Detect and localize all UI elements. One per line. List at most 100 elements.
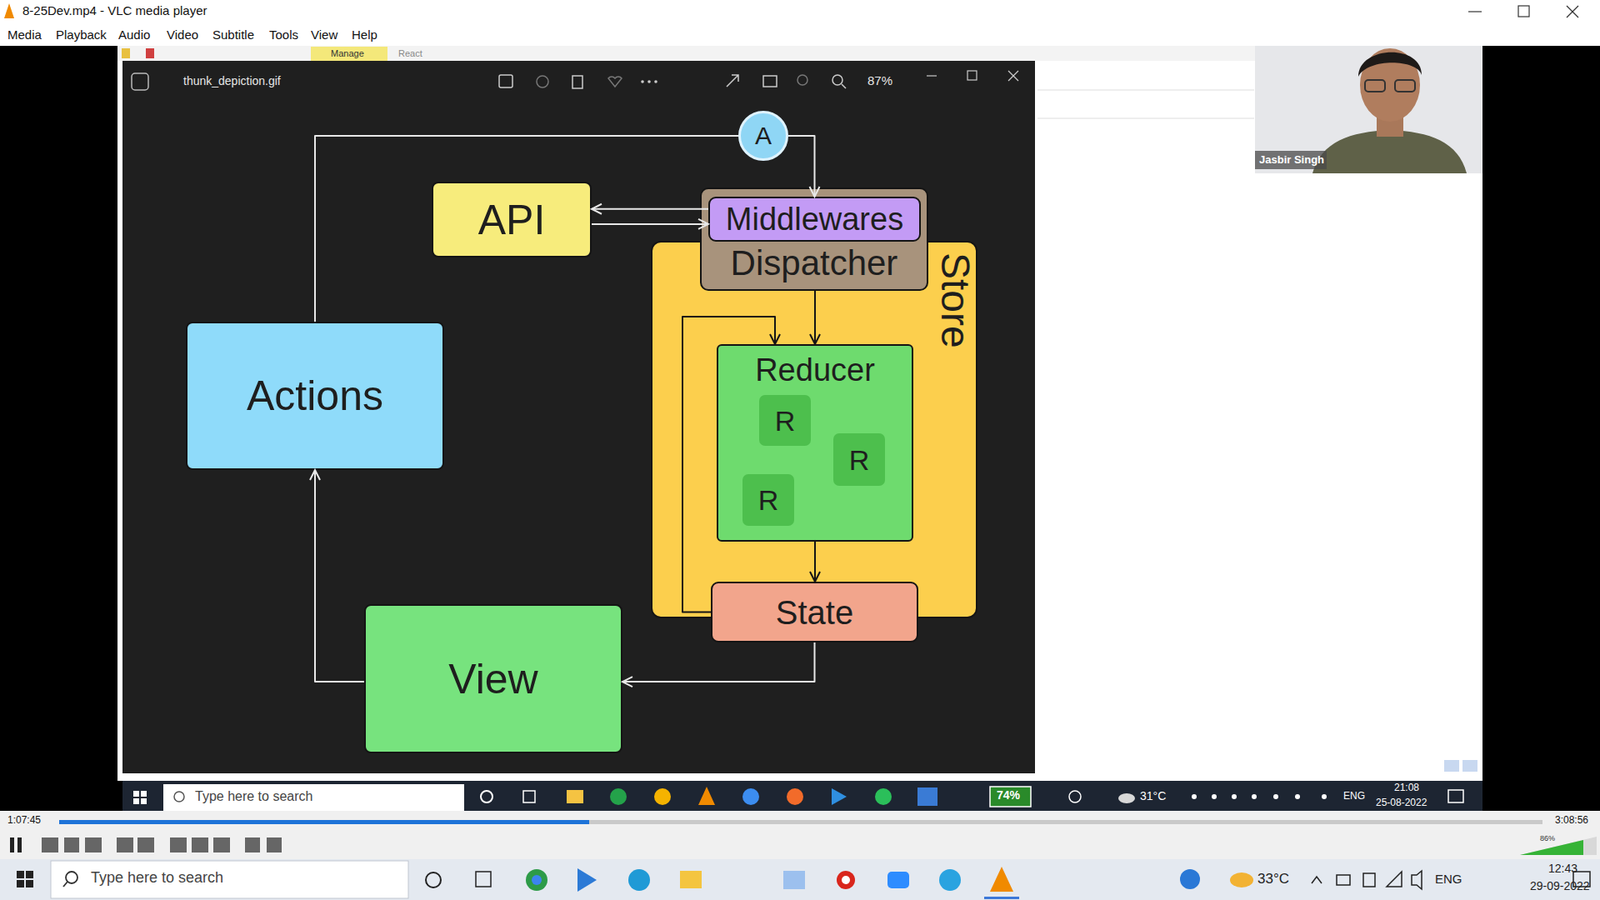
vlc-title-bar-part (1566, 5, 1579, 18)
vlc-title-bar-part (0, 0, 1600, 46)
video-area-part (0, 45, 1600, 811)
node-label: Reducer (755, 354, 875, 386)
vlc-title-bar-part (1566, 5, 1579, 18)
flow-arrow (622, 642, 815, 682)
zoom-level: 87% (867, 74, 893, 89)
video-area-part (117, 45, 1483, 781)
vlc-title-bar-part (1468, 10, 1482, 12)
recorded-taskbar-part (1069, 790, 1081, 803)
image-viewer-window-part (122, 60, 1035, 774)
view-box: View (364, 604, 623, 754)
recorded-taskbar-part (831, 788, 847, 805)
menu-item: Video (166, 28, 199, 43)
recorded-taskbar-part (654, 788, 671, 805)
search-placeholder: Type here to search (195, 789, 313, 805)
menu-item: Audio (118, 28, 150, 43)
node-label: State (775, 595, 854, 630)
windows-taskbar-part (990, 866, 1014, 892)
total-time: 3:08:56 (1555, 815, 1589, 826)
node-label: View (448, 658, 538, 700)
windows-taskbar-part (783, 870, 805, 890)
windows-taskbar-part (680, 870, 702, 889)
windows-taskbar (0, 859, 1600, 900)
vlc-controls (0, 810, 1600, 860)
recorded-taskbar-part (174, 791, 185, 802)
node-label: Middlewares (725, 203, 904, 235)
menu-item: Media (7, 28, 42, 43)
windows-taskbar-part (841, 875, 850, 885)
video-area (0, 45, 1600, 811)
windows-taskbar-part (16, 880, 25, 888)
windows-taskbar-part (939, 869, 961, 891)
image-viewer-window-part (131, 73, 149, 90)
windows-taskbar-part (836, 870, 855, 890)
recorded-taskbar-part (133, 790, 140, 797)
clock-time: 21:08 (1394, 782, 1420, 794)
recorded-taskbar-part (1295, 794, 1300, 800)
recorded-taskbar (122, 780, 1483, 814)
windows-taskbar-part (1311, 876, 1322, 884)
reducer-item: R (742, 474, 795, 526)
recorded-taskbar-part (698, 786, 715, 805)
webcam-feed (1255, 45, 1483, 174)
windows-taskbar-part (16, 870, 25, 879)
vlc-controls-part (0, 810, 1600, 860)
recorded-taskbar-part (1118, 793, 1135, 804)
recorded-taskbar-part (990, 786, 1031, 807)
video-area-part (1444, 760, 1460, 772)
recorded-taskbar-part (566, 790, 584, 804)
vlc-controls-part (137, 837, 155, 853)
ribbon-tab: Manage (330, 48, 365, 59)
menu-item: Subtitle (212, 28, 255, 43)
node-label: A (755, 123, 772, 149)
vlc-controls-part (170, 837, 187, 853)
video-area-part (121, 48, 130, 59)
windows-taskbar-part (50, 860, 409, 899)
vlc-controls-part (191, 837, 209, 853)
menu-item: Tools (269, 28, 299, 43)
vlc-controls-part (213, 837, 230, 853)
file-name: thunk_depiction.gif (183, 75, 281, 88)
windows-taskbar-part (577, 868, 597, 892)
image-viewer-window-part (640, 80, 645, 84)
node-label: R (758, 485, 780, 515)
battery-level: 74% (996, 789, 1020, 802)
video-area-part (1462, 760, 1478, 772)
recorded-taskbar-part (1273, 794, 1279, 800)
window-title: 8-25Dev.mp4 - VLC media player (22, 4, 207, 19)
windows-taskbar-part (525, 869, 548, 891)
node-label: Dispatcher (730, 245, 899, 281)
participant-name: Jasbir Singh (1259, 154, 1325, 166)
windows-taskbar-part (425, 872, 441, 888)
windows-taskbar-part (63, 881, 68, 887)
webcam-feed-part (1358, 52, 1422, 77)
windows-taskbar-part (1336, 875, 1350, 885)
recorded-taskbar-part (786, 788, 804, 805)
webcam-feed-part (1255, 150, 1327, 170)
vlc-controls-part (85, 837, 102, 853)
flow-arrow (315, 470, 365, 682)
vlc-controls-part (41, 837, 59, 853)
vlc-controls-part (59, 820, 1543, 825)
windows-taskbar-part (887, 871, 910, 889)
video-area-part (310, 46, 388, 62)
recorded-taskbar-part (1191, 794, 1197, 800)
vlc-controls-part (10, 837, 15, 853)
recorded-taskbar-part (1251, 794, 1257, 800)
recorded-taskbar-part (1448, 790, 1464, 803)
clock-date: 29-09-2022 (1530, 880, 1590, 893)
recorded-taskbar-part (480, 790, 493, 803)
recorded-taskbar-part (140, 798, 147, 805)
api-box: API (431, 181, 592, 258)
node-label: API (478, 199, 546, 241)
video-area-part (145, 48, 155, 59)
image-viewer-window-part (967, 70, 977, 80)
image-viewer-window-part (536, 75, 549, 88)
recorded-taskbar-part (742, 788, 760, 805)
vlc-controls-part (59, 820, 590, 825)
recorded-taskbar-part (610, 788, 627, 805)
vlc-controls-part (1520, 836, 1597, 855)
recorded-taskbar-part (163, 784, 465, 811)
recorded-taskbar-part (122, 780, 1483, 814)
